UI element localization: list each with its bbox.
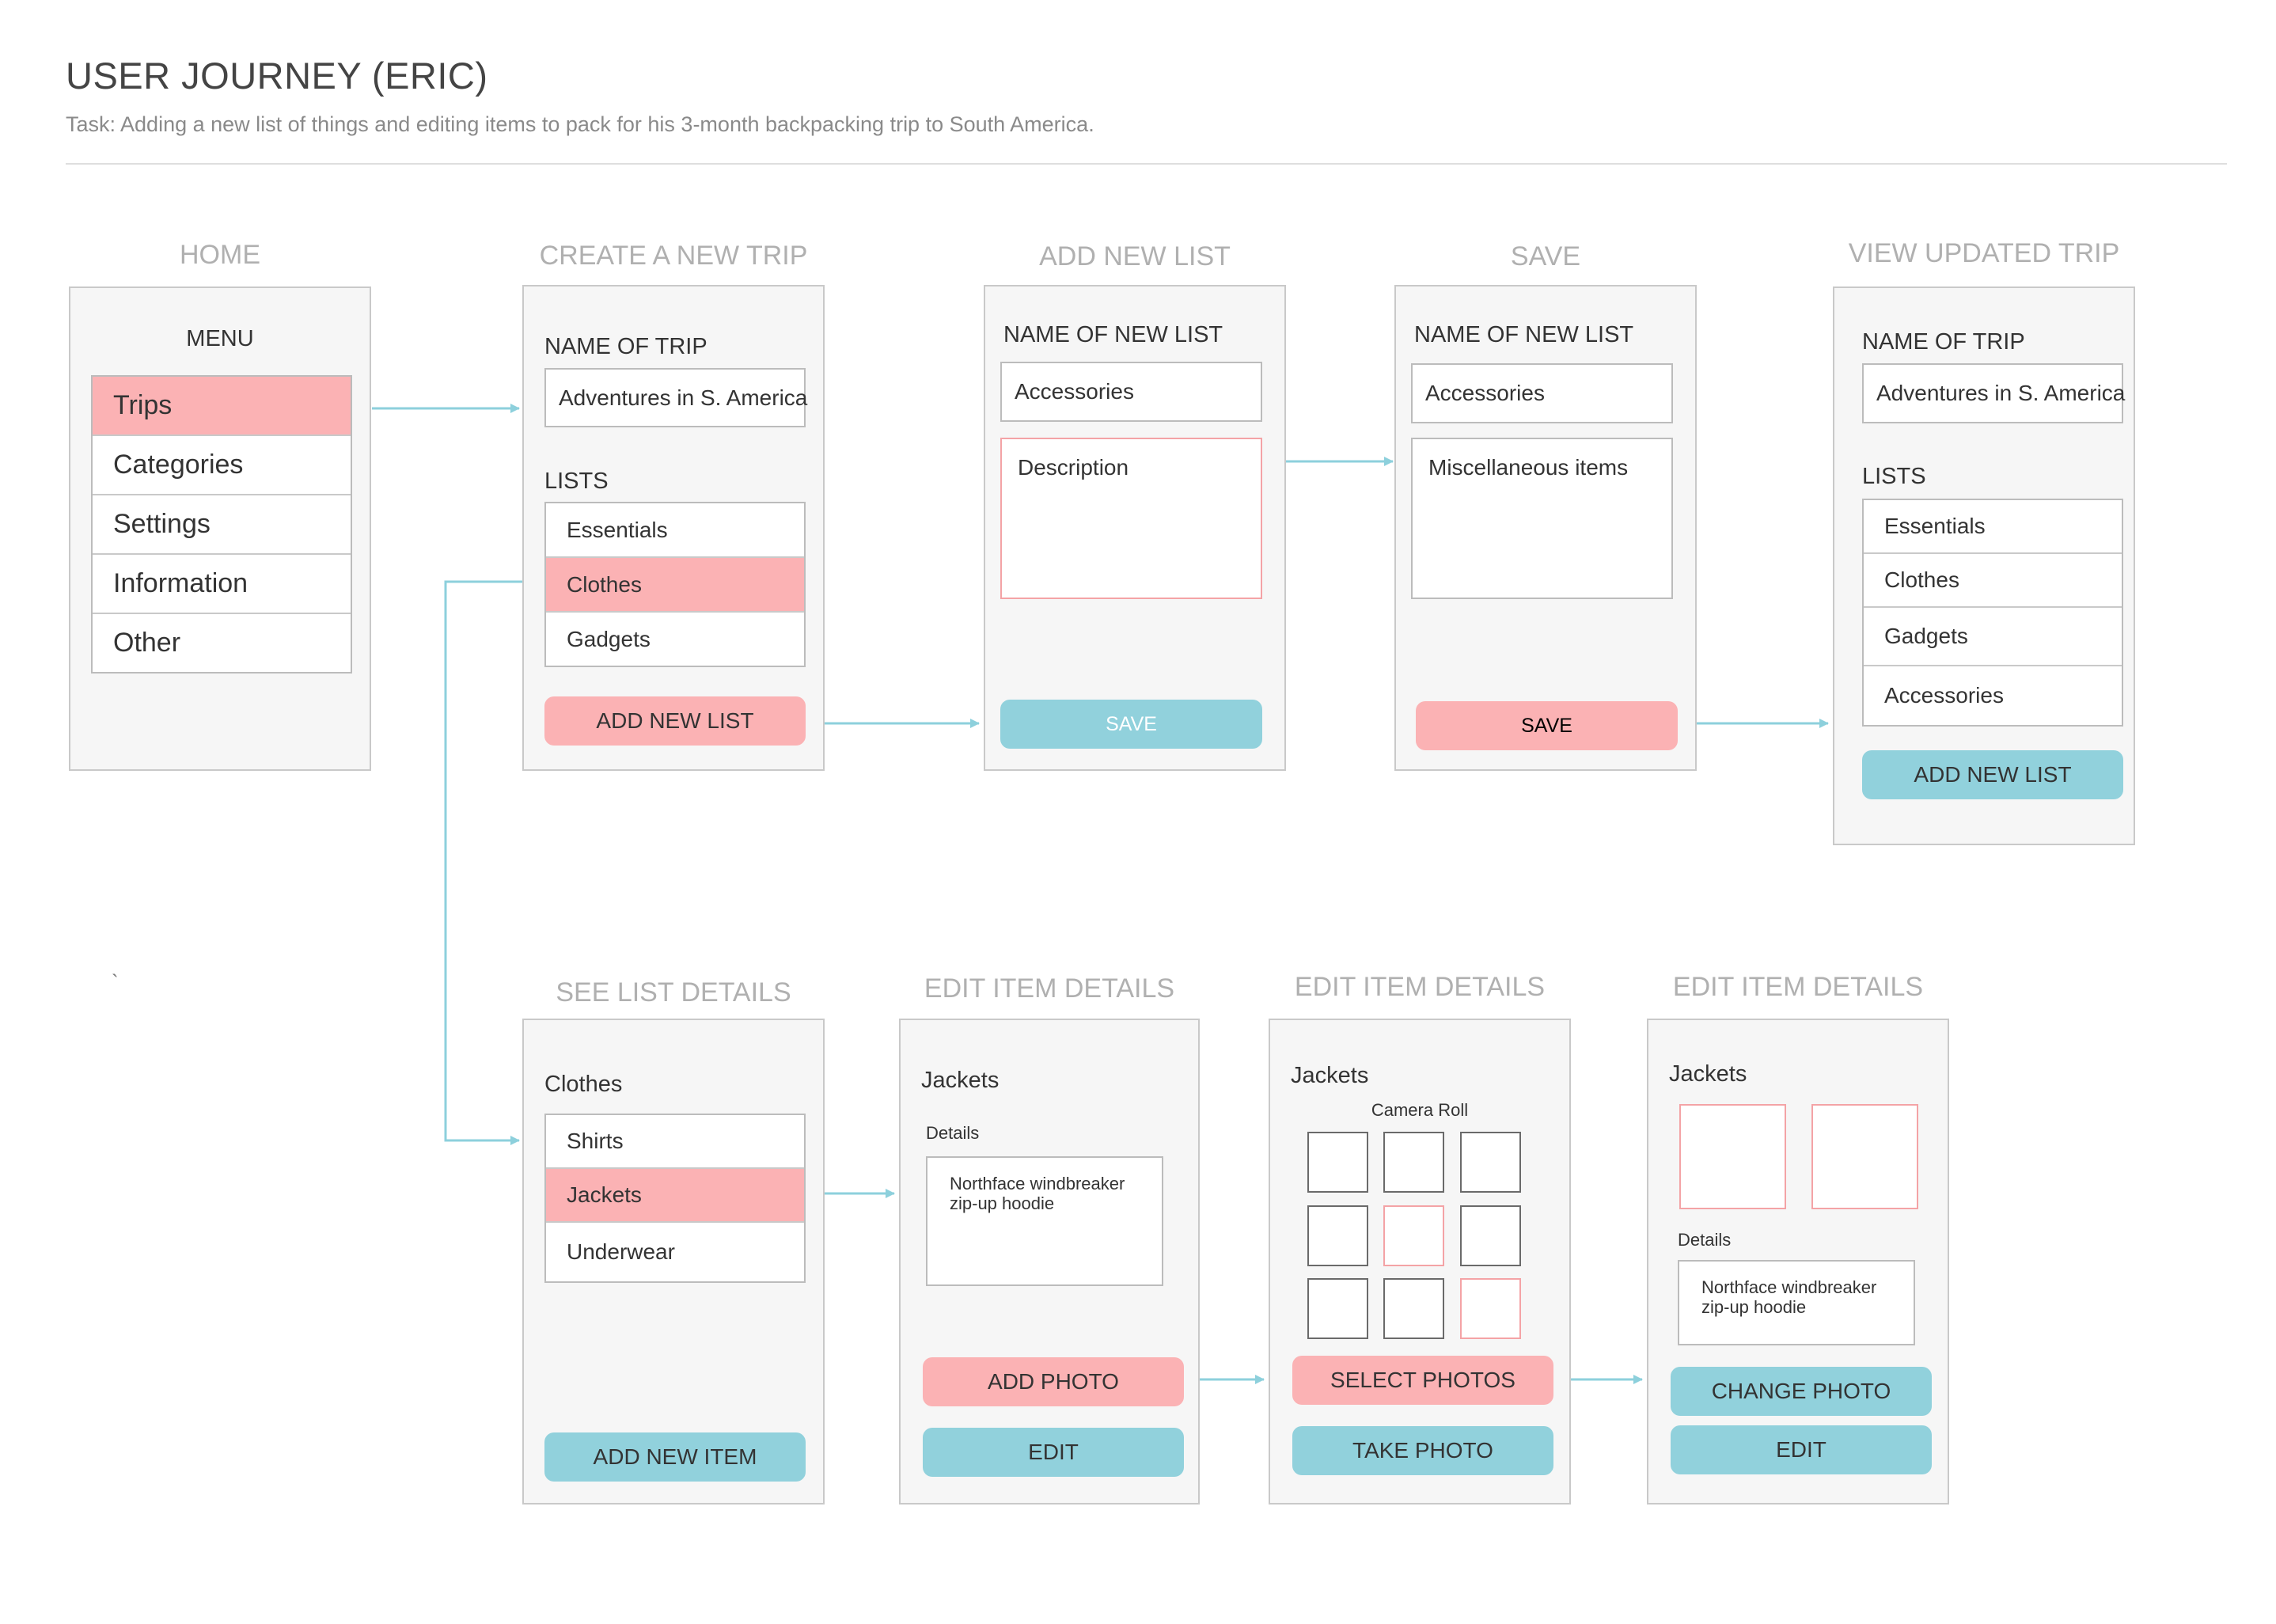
screen-title-create-trip: CREATE A NEW TRIP (539, 241, 808, 271)
photo-preview[interactable] (1679, 1104, 1786, 1209)
edit3-heading: Jackets (1669, 1061, 1747, 1087)
add-photo-button[interactable]: ADD PHOTO (923, 1357, 1184, 1406)
description-field[interactable]: Description (1000, 438, 1262, 599)
menu-item-information[interactable]: Information (93, 555, 351, 614)
lists-label: LISTS (544, 469, 609, 494)
edit3-details-field[interactable]: Northface windbreaker zip-up hoodie (1678, 1260, 1915, 1345)
edit3-details-line1: Northface windbreaker (1701, 1277, 1877, 1297)
menu-item-settings[interactable]: Settings (93, 495, 351, 555)
screen-add-list: NAME OF NEW LIST Accessories Description… (984, 285, 1286, 771)
edit3-edit-button[interactable]: EDIT (1671, 1425, 1932, 1474)
view-trip-name-label: NAME OF TRIP (1862, 329, 2025, 355)
screen-edit-item-3: Jackets Details Northface windbreaker zi… (1647, 1019, 1949, 1504)
page-subtitle: Task: Adding a new list of things and ed… (66, 112, 1094, 136)
trip-lists: Essentials Clothes Gadgets (544, 502, 806, 667)
new-list-name-label: NAME OF NEW LIST (1003, 322, 1223, 347)
view-trip-lists: Essentials Clothes Gadgets Accessories (1862, 499, 2123, 727)
change-photo-button[interactable]: CHANGE PHOTO (1671, 1367, 1932, 1416)
photo-thumb[interactable] (1460, 1205, 1521, 1266)
screen-save: NAME OF NEW LIST Accessories Miscellaneo… (1394, 285, 1697, 771)
list-item-essentials[interactable]: Essentials (546, 503, 804, 558)
edit3-details-label: Details (1678, 1230, 1732, 1250)
save-confirm-button[interactable]: SAVE (1416, 701, 1678, 750)
edit1-details-label: Details (926, 1123, 980, 1143)
add-new-list-button[interactable]: ADD NEW LIST (544, 696, 806, 746)
list-details-items: Shirts Jackets Underwear (544, 1114, 806, 1283)
photo-thumb[interactable] (1307, 1205, 1368, 1266)
photo-thumb[interactable] (1460, 1132, 1521, 1193)
photo-preview[interactable] (1811, 1104, 1918, 1209)
screen-title-edit-item-2: EDIT ITEM DETAILS (1294, 972, 1546, 1002)
photo-thumb-selected[interactable] (1460, 1278, 1521, 1339)
view-list-item-accessories[interactable]: Accessories (1884, 683, 2004, 708)
screen-title-add-list: ADD NEW LIST (1039, 241, 1231, 271)
saved-description-field[interactable]: Miscellaneous items (1411, 438, 1673, 599)
saved-list-name-field[interactable]: Accessories (1411, 363, 1673, 423)
photo-thumb[interactable] (1383, 1132, 1444, 1193)
screen-title-list-details: SEE LIST DETAILS (556, 977, 791, 1007)
menu-item-other[interactable]: Other (113, 628, 181, 658)
item-shirts[interactable]: Shirts (546, 1115, 804, 1169)
stray-mark: ` (112, 970, 119, 994)
menu-label: MENU (186, 326, 254, 351)
save-button[interactable]: SAVE (1000, 700, 1262, 749)
new-list-name-field[interactable]: Accessories (1000, 362, 1262, 422)
screen-title-edit-item-3: EDIT ITEM DETAILS (1672, 972, 1924, 1002)
add-new-item-button[interactable]: ADD NEW ITEM (544, 1432, 806, 1482)
screen-title-edit-item-1: EDIT ITEM DETAILS (924, 973, 1175, 1004)
select-photos-button[interactable]: SELECT PHOTOS (1292, 1356, 1553, 1405)
view-add-new-list-button[interactable]: ADD NEW LIST (1862, 750, 2123, 799)
photo-thumb[interactable] (1307, 1278, 1368, 1339)
item-jackets[interactable]: Jackets (546, 1169, 804, 1223)
list-item-gadgets[interactable]: Gadgets (567, 626, 651, 651)
screen-edit-item-2: Jackets Camera Roll SELECT PHOTOS TAKE P… (1269, 1019, 1571, 1504)
photo-thumb[interactable] (1383, 1278, 1444, 1339)
photo-thumb-selected[interactable] (1383, 1205, 1444, 1266)
header-divider (66, 163, 2227, 165)
edit1-details-line1: Northface windbreaker (950, 1174, 1125, 1193)
edit1-details-field[interactable]: Northface windbreaker zip-up hoodie (926, 1156, 1163, 1286)
screen-list-details: Clothes Shirts Jackets Underwear ADD NEW… (522, 1019, 825, 1504)
take-photo-button[interactable]: TAKE PHOTO (1292, 1426, 1553, 1475)
menu-item-categories[interactable]: Categories (93, 436, 351, 495)
saved-list-name-label: NAME OF NEW LIST (1414, 322, 1634, 347)
view-list-item-essentials[interactable]: Essentials (1864, 500, 2122, 554)
screen-title-view-trip: VIEW UPDATED TRIP (1848, 238, 2120, 268)
arrow-clothes-to-listdetails (444, 580, 544, 1145)
home-menu: Trips Categories Settings Information Ot… (91, 375, 352, 674)
item-underwear[interactable]: Underwear (567, 1239, 675, 1264)
edit1-edit-button[interactable]: EDIT (923, 1428, 1184, 1477)
view-lists-label: LISTS (1862, 464, 1926, 489)
list-item-clothes[interactable]: Clothes (546, 558, 804, 613)
trip-name-field[interactable]: Adventures in S. America (544, 368, 807, 427)
photo-thumb[interactable] (1307, 1132, 1368, 1193)
edit1-heading: Jackets (921, 1068, 1000, 1093)
view-trip-name-field[interactable]: Adventures in S. America (1862, 363, 2125, 423)
camera-roll-label: Camera Roll (1371, 1100, 1469, 1120)
view-list-item-clothes[interactable]: Clothes (1864, 554, 2122, 608)
screen-home: MENU Trips Categories Settings Informati… (69, 286, 371, 771)
screen-title-save: SAVE (1510, 241, 1581, 271)
screen-create-trip: NAME OF TRIP Adventures in S. America LI… (522, 285, 825, 771)
edit2-heading: Jackets (1291, 1063, 1369, 1088)
menu-item-trips[interactable]: Trips (93, 377, 351, 436)
trip-name-label: NAME OF TRIP (544, 334, 707, 359)
list-details-heading: Clothes (544, 1072, 623, 1097)
page-title: USER JOURNEY (ERIC) (66, 55, 488, 97)
screen-title-home: HOME (180, 240, 260, 270)
edit3-details-line2: zip-up hoodie (1701, 1297, 1807, 1317)
screen-view-trip: NAME OF TRIP Adventures in S. America LI… (1833, 286, 2135, 845)
edit1-details-line2: zip-up hoodie (950, 1193, 1055, 1213)
view-list-item-gadgets[interactable]: Gadgets (1864, 608, 2122, 666)
screen-edit-item-1: Jackets Details Northface windbreaker zi… (899, 1019, 1200, 1504)
